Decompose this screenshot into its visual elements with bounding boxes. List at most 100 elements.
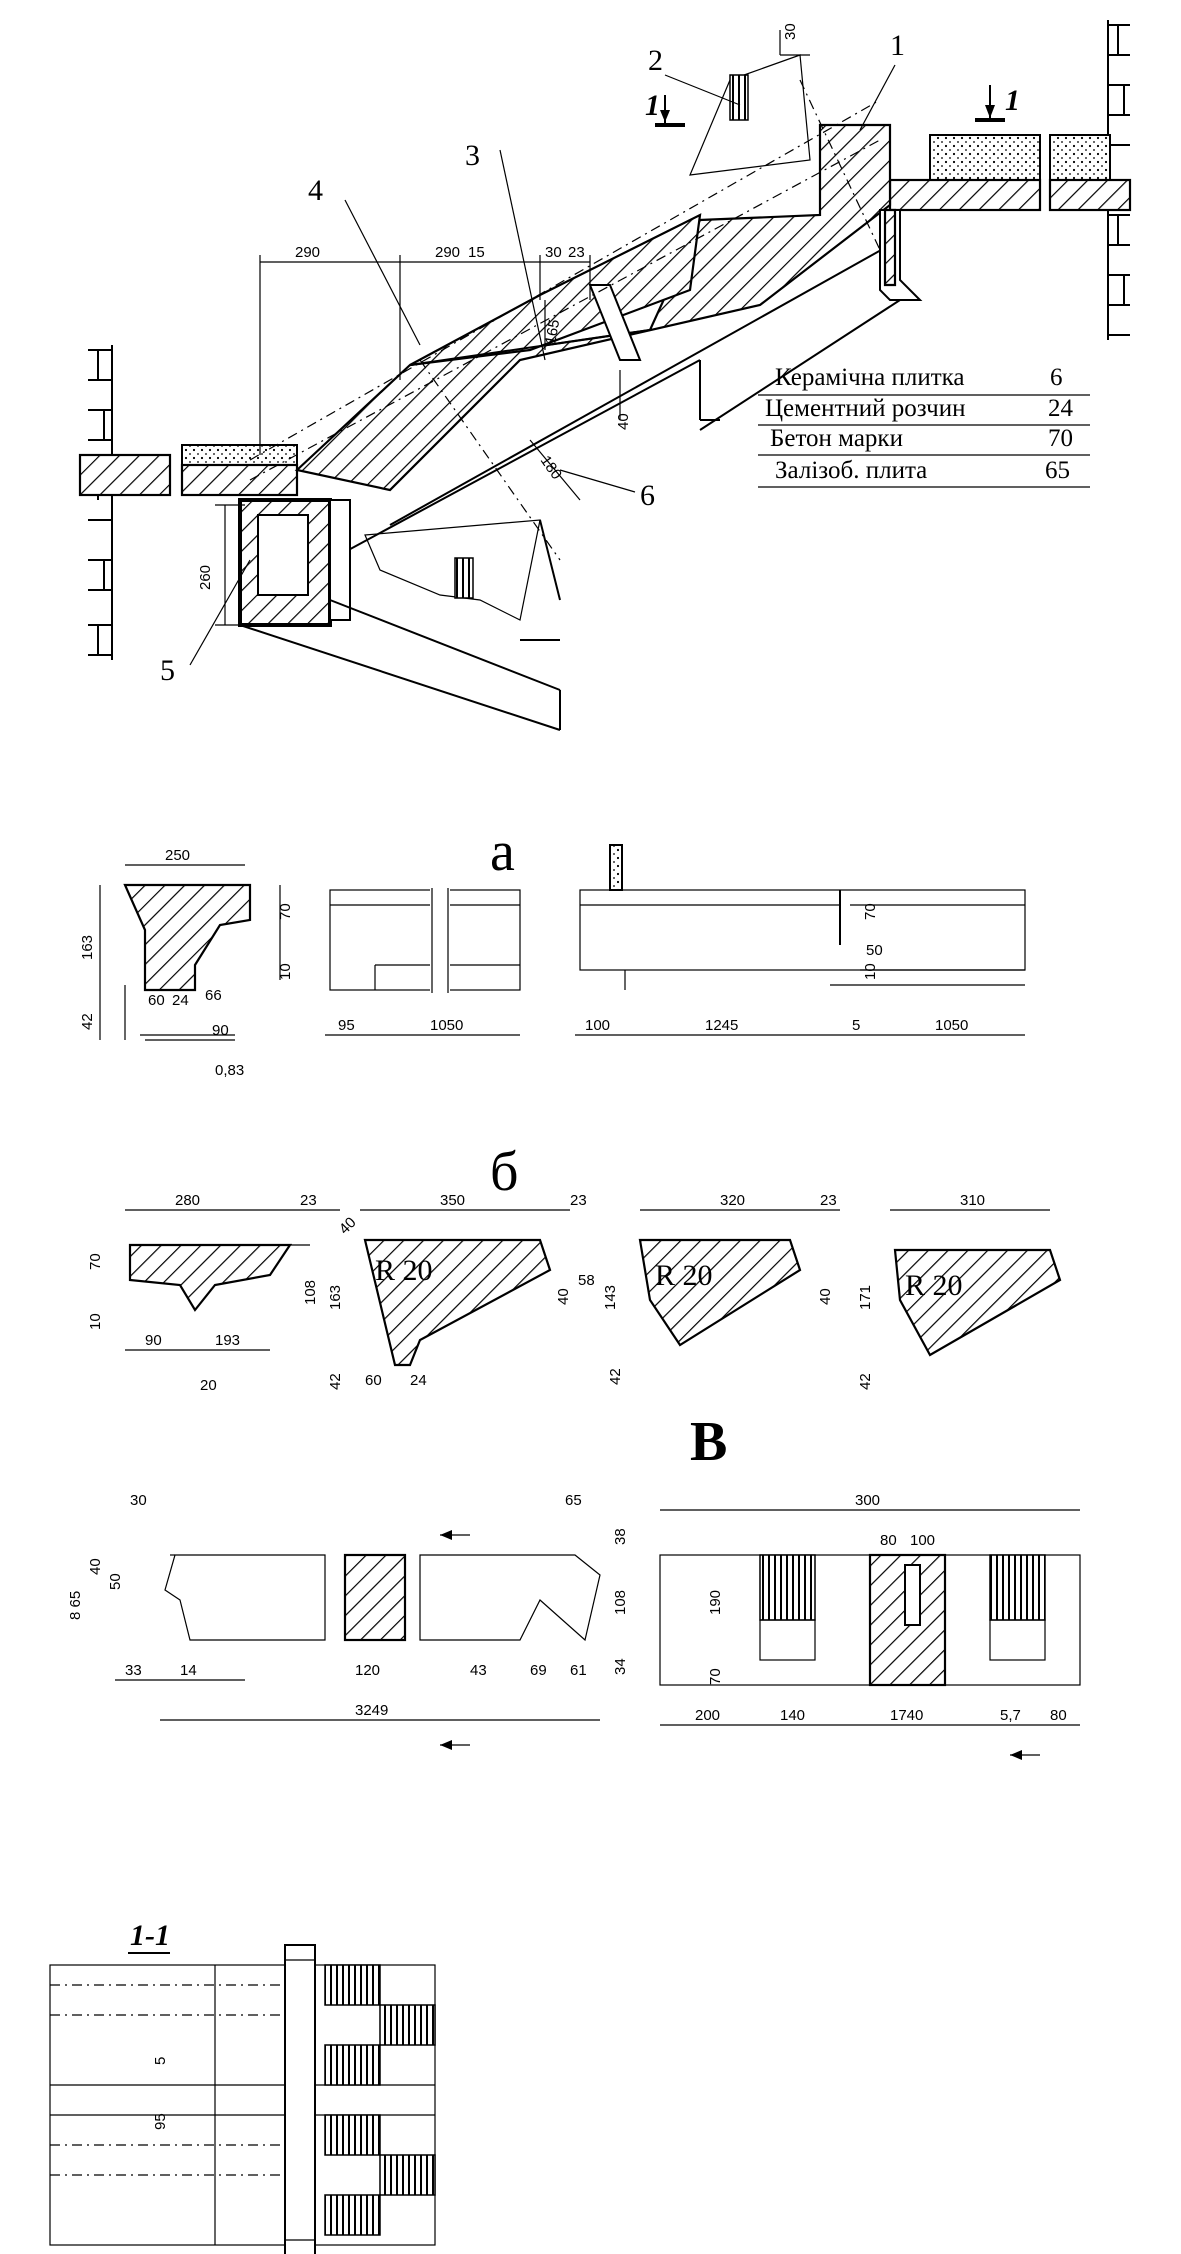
svg-text:300: 300: [855, 1492, 880, 1509]
view-a-dim-5: 5: [852, 1017, 860, 1034]
svg-text:42: 42: [607, 1368, 624, 1385]
svg-text:90: 90: [145, 1332, 162, 1349]
landing-slab-2: [1048, 178, 1132, 212]
upper-bracket: [689, 54, 811, 176]
floor-slab-left: [78, 453, 172, 497]
callout-5: 5: [160, 654, 175, 687]
view-a-dim-24: 24: [172, 992, 189, 1009]
view-a-dim-50: 50: [866, 942, 883, 959]
svg-text:R 20: R 20: [375, 1254, 433, 1287]
landing-screed: [929, 134, 1041, 181]
svg-text:190: 190: [707, 1590, 724, 1615]
callout-2: 2: [648, 44, 663, 77]
svg-text:43: 43: [470, 1662, 487, 1679]
dim-23: 23: [568, 244, 585, 261]
view-b-profile-3: [638, 1238, 802, 1347]
floor-slab-left-2: [180, 463, 299, 497]
svg-text:70: 70: [87, 1253, 104, 1270]
section-label: 1-1: [130, 1919, 170, 1952]
svg-text:42: 42: [327, 1373, 344, 1390]
view-a-step-profile: [123, 883, 252, 992]
view-a-dim-42: 42: [79, 1013, 96, 1030]
view-b-profile-2: [363, 1238, 552, 1367]
section-dim-95: 95: [152, 2113, 169, 2130]
view-a-dim-60: 60: [148, 992, 165, 1009]
layer-name-2: Цементний розчин: [765, 395, 965, 422]
section-mark-left: 1: [645, 89, 685, 127]
dim-290a: 290: [295, 244, 320, 261]
svg-text:1: 1: [645, 89, 660, 122]
svg-text:8 65: 8 65: [67, 1591, 84, 1620]
dim-260: 260: [197, 565, 214, 590]
svg-text:3249: 3249: [355, 1702, 388, 1719]
view-a-dim-1050b: 1050: [935, 1017, 968, 1034]
svg-text:60: 60: [365, 1372, 382, 1389]
layer-name-1: Керамічна плитка: [775, 364, 965, 391]
svg-text:50: 50: [107, 1573, 124, 1590]
layer-name-4: Залізоб. плита: [775, 457, 927, 484]
svg-text:171: 171: [857, 1285, 874, 1310]
view-label-c: В: [690, 1411, 727, 1473]
view-b-dim-23b: 23: [570, 1192, 587, 1209]
view-a-dim-10: 10: [277, 963, 294, 980]
view-a-dim-163: 163: [79, 935, 96, 960]
svg-text:200: 200: [695, 1707, 720, 1724]
view-a-dim-1245: 1245: [705, 1017, 738, 1034]
svg-text:40: 40: [336, 1214, 360, 1238]
view-a-dim-70: 70: [277, 903, 294, 920]
view-c: 30 40 50 8 65 33 14 120 43 69 61 3249 65…: [67, 1492, 1081, 1760]
svg-text:1: 1: [1005, 84, 1020, 117]
view-b-dim-280: 280: [175, 1192, 200, 1209]
svg-text:108: 108: [302, 1280, 319, 1305]
landing-slab: [888, 178, 1042, 212]
svg-text:38: 38: [612, 1528, 629, 1545]
view-b-dim-23a: 23: [300, 1192, 317, 1209]
view-b-dim-350: 350: [440, 1192, 465, 1209]
dim-15: 15: [468, 244, 485, 261]
section-1-1: 1-1 5 95: [49, 1919, 436, 2254]
callout-1: 1: [890, 29, 905, 62]
svg-text:10: 10: [87, 1313, 104, 1330]
svg-text:163: 163: [327, 1285, 344, 1310]
view-a-dim-10r: 10: [862, 963, 879, 980]
view-b-dim-23c: 23: [820, 1192, 837, 1209]
view-a-dim-90: 90: [212, 1022, 229, 1039]
view-a-dim-66: 66: [205, 987, 222, 1004]
view-b-profile-1: [128, 1243, 293, 1312]
dim-165: 165: [542, 318, 563, 346]
view-b: 280 23 350 23 320 23 310 70 10 90 193 20…: [87, 1192, 1062, 1394]
layer-table: Керамічна плитка 6 Цементний розчин 24 Б…: [758, 364, 1090, 488]
callout-6: 6: [640, 479, 655, 512]
dim-30-top: 30: [782, 23, 799, 40]
view-a-dim-95: 95: [338, 1017, 355, 1034]
main-stair-section: 290 290 15 30 23 30 165 40 180 260 1 2 3…: [78, 20, 1132, 731]
dim-30: 30: [545, 244, 562, 261]
svg-text:24: 24: [410, 1372, 427, 1389]
svg-text:69: 69: [530, 1662, 547, 1679]
section-dim-5: 5: [152, 2057, 169, 2065]
view-a-dim-70r: 70: [862, 903, 879, 920]
view-a-dim-1050a: 1050: [430, 1017, 463, 1034]
view-label-b: б: [490, 1141, 519, 1203]
layer-thk-4: 65: [1045, 457, 1070, 484]
svg-text:20: 20: [200, 1377, 217, 1394]
svg-text:65: 65: [565, 1492, 582, 1509]
floor-screed-left: [181, 444, 298, 466]
svg-text:193: 193: [215, 1332, 240, 1349]
svg-text:100: 100: [910, 1532, 935, 1549]
section-mark-right: 1: [975, 84, 1020, 122]
callout-4: 4: [308, 174, 323, 207]
view-b-profile-4: [893, 1248, 1062, 1357]
svg-text:14: 14: [180, 1662, 197, 1679]
brick-wall-left: [88, 345, 113, 660]
svg-text:34: 34: [612, 1658, 629, 1675]
svg-text:1740: 1740: [890, 1707, 923, 1724]
view-b-dim-320: 320: [720, 1192, 745, 1209]
dim-40: 40: [615, 413, 632, 430]
svg-text:33: 33: [125, 1662, 142, 1679]
view-b-dim-310: 310: [960, 1192, 985, 1209]
svg-text:70: 70: [707, 1668, 724, 1685]
svg-text:58: 58: [578, 1272, 595, 1289]
layer-thk-2: 24: [1048, 395, 1074, 422]
